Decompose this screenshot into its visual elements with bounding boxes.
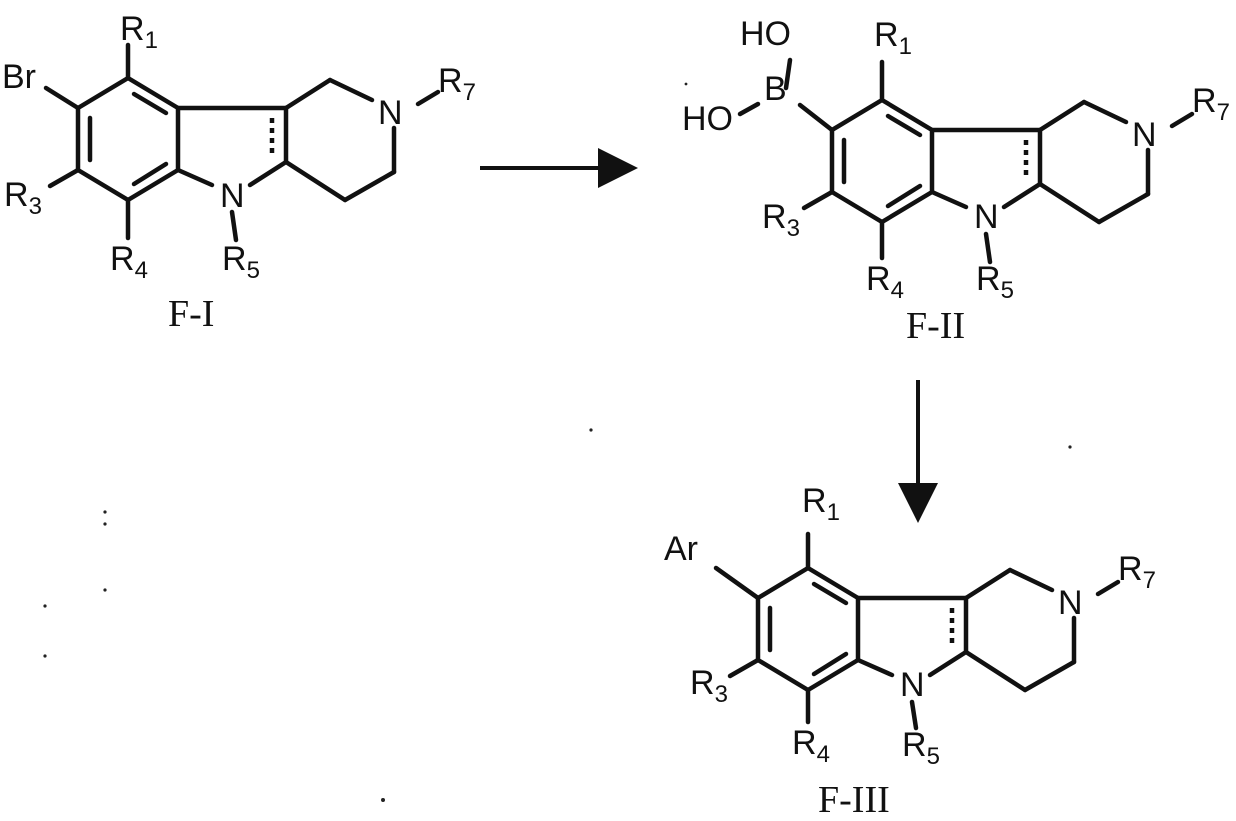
f1-piperidine-nitrogen: N	[378, 94, 403, 132]
f3-r7-label: R7	[1118, 550, 1156, 594]
f3-piperidine-nitrogen: N	[1058, 584, 1083, 622]
f1-r1-label: R1	[120, 10, 158, 54]
compound-f1: R1 Br R3 R4 N R5 N R7 F-I	[2, 10, 476, 335]
f1-caption: F-I	[168, 293, 214, 335]
f1-r5-label: R5	[222, 240, 260, 284]
f2-r3-label: R3	[762, 198, 800, 242]
f3-r4-label: R4	[792, 724, 830, 768]
f2-hydroxyl-left: HO	[682, 100, 733, 138]
f3-indole-nitrogen: N	[900, 666, 925, 704]
f2-bonds	[740, 60, 1192, 262]
f2-piperidine-nitrogen: N	[1132, 116, 1157, 154]
f2-hydroxyl-top: HO	[740, 15, 791, 53]
f2-r7-label: R7	[1192, 82, 1230, 126]
f3-aryl-label: Ar	[664, 530, 698, 568]
f3-r5-label: R5	[902, 726, 940, 770]
f1-indole-nitrogen: N	[220, 177, 245, 215]
f2-r4-label: R4	[866, 260, 904, 304]
f3-caption: F-III	[818, 779, 890, 821]
f2-r1-label: R1	[874, 16, 912, 60]
f2-indole-nitrogen: N	[974, 198, 999, 236]
f1-r3-label: R3	[4, 176, 42, 220]
f2-r5-label: R5	[976, 260, 1014, 304]
compound-f3: R1 Ar R3 R4 N R5 N R7 F-III	[664, 482, 1156, 821]
f3-r3-label: R3	[690, 664, 728, 708]
f1-r7-label: R7	[438, 62, 476, 106]
f2-caption: F-II	[906, 305, 965, 347]
f3-r1-label: R1	[802, 482, 840, 526]
f2-boron-label: B	[764, 70, 787, 108]
compound-f2: HO B HO R1 R3 R4 N R5 N R7 F-II	[682, 15, 1230, 347]
f1-bromo-label: Br	[2, 58, 36, 96]
f1-r4-label: R4	[110, 240, 148, 284]
